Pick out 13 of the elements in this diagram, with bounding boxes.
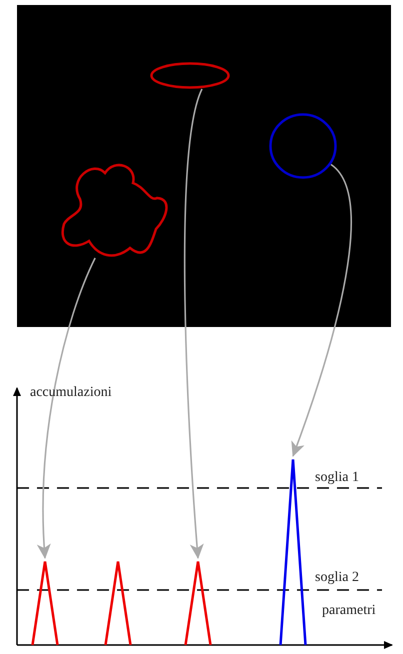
ellipse-outline	[150, 62, 230, 89]
peak	[279, 458, 307, 645]
arrow	[184, 88, 204, 559]
peak	[31, 560, 59, 645]
threshold-label: soglia 1	[315, 470, 359, 486]
axis-title: accumulazioni	[30, 385, 112, 401]
peak	[104, 560, 132, 645]
circle-outline	[269, 113, 337, 179]
threshold-label: soglia 2	[315, 570, 359, 586]
arrow	[37, 258, 96, 559]
arrow	[291, 164, 352, 457]
peak	[184, 560, 212, 645]
axis-title: parametri	[322, 603, 376, 619]
